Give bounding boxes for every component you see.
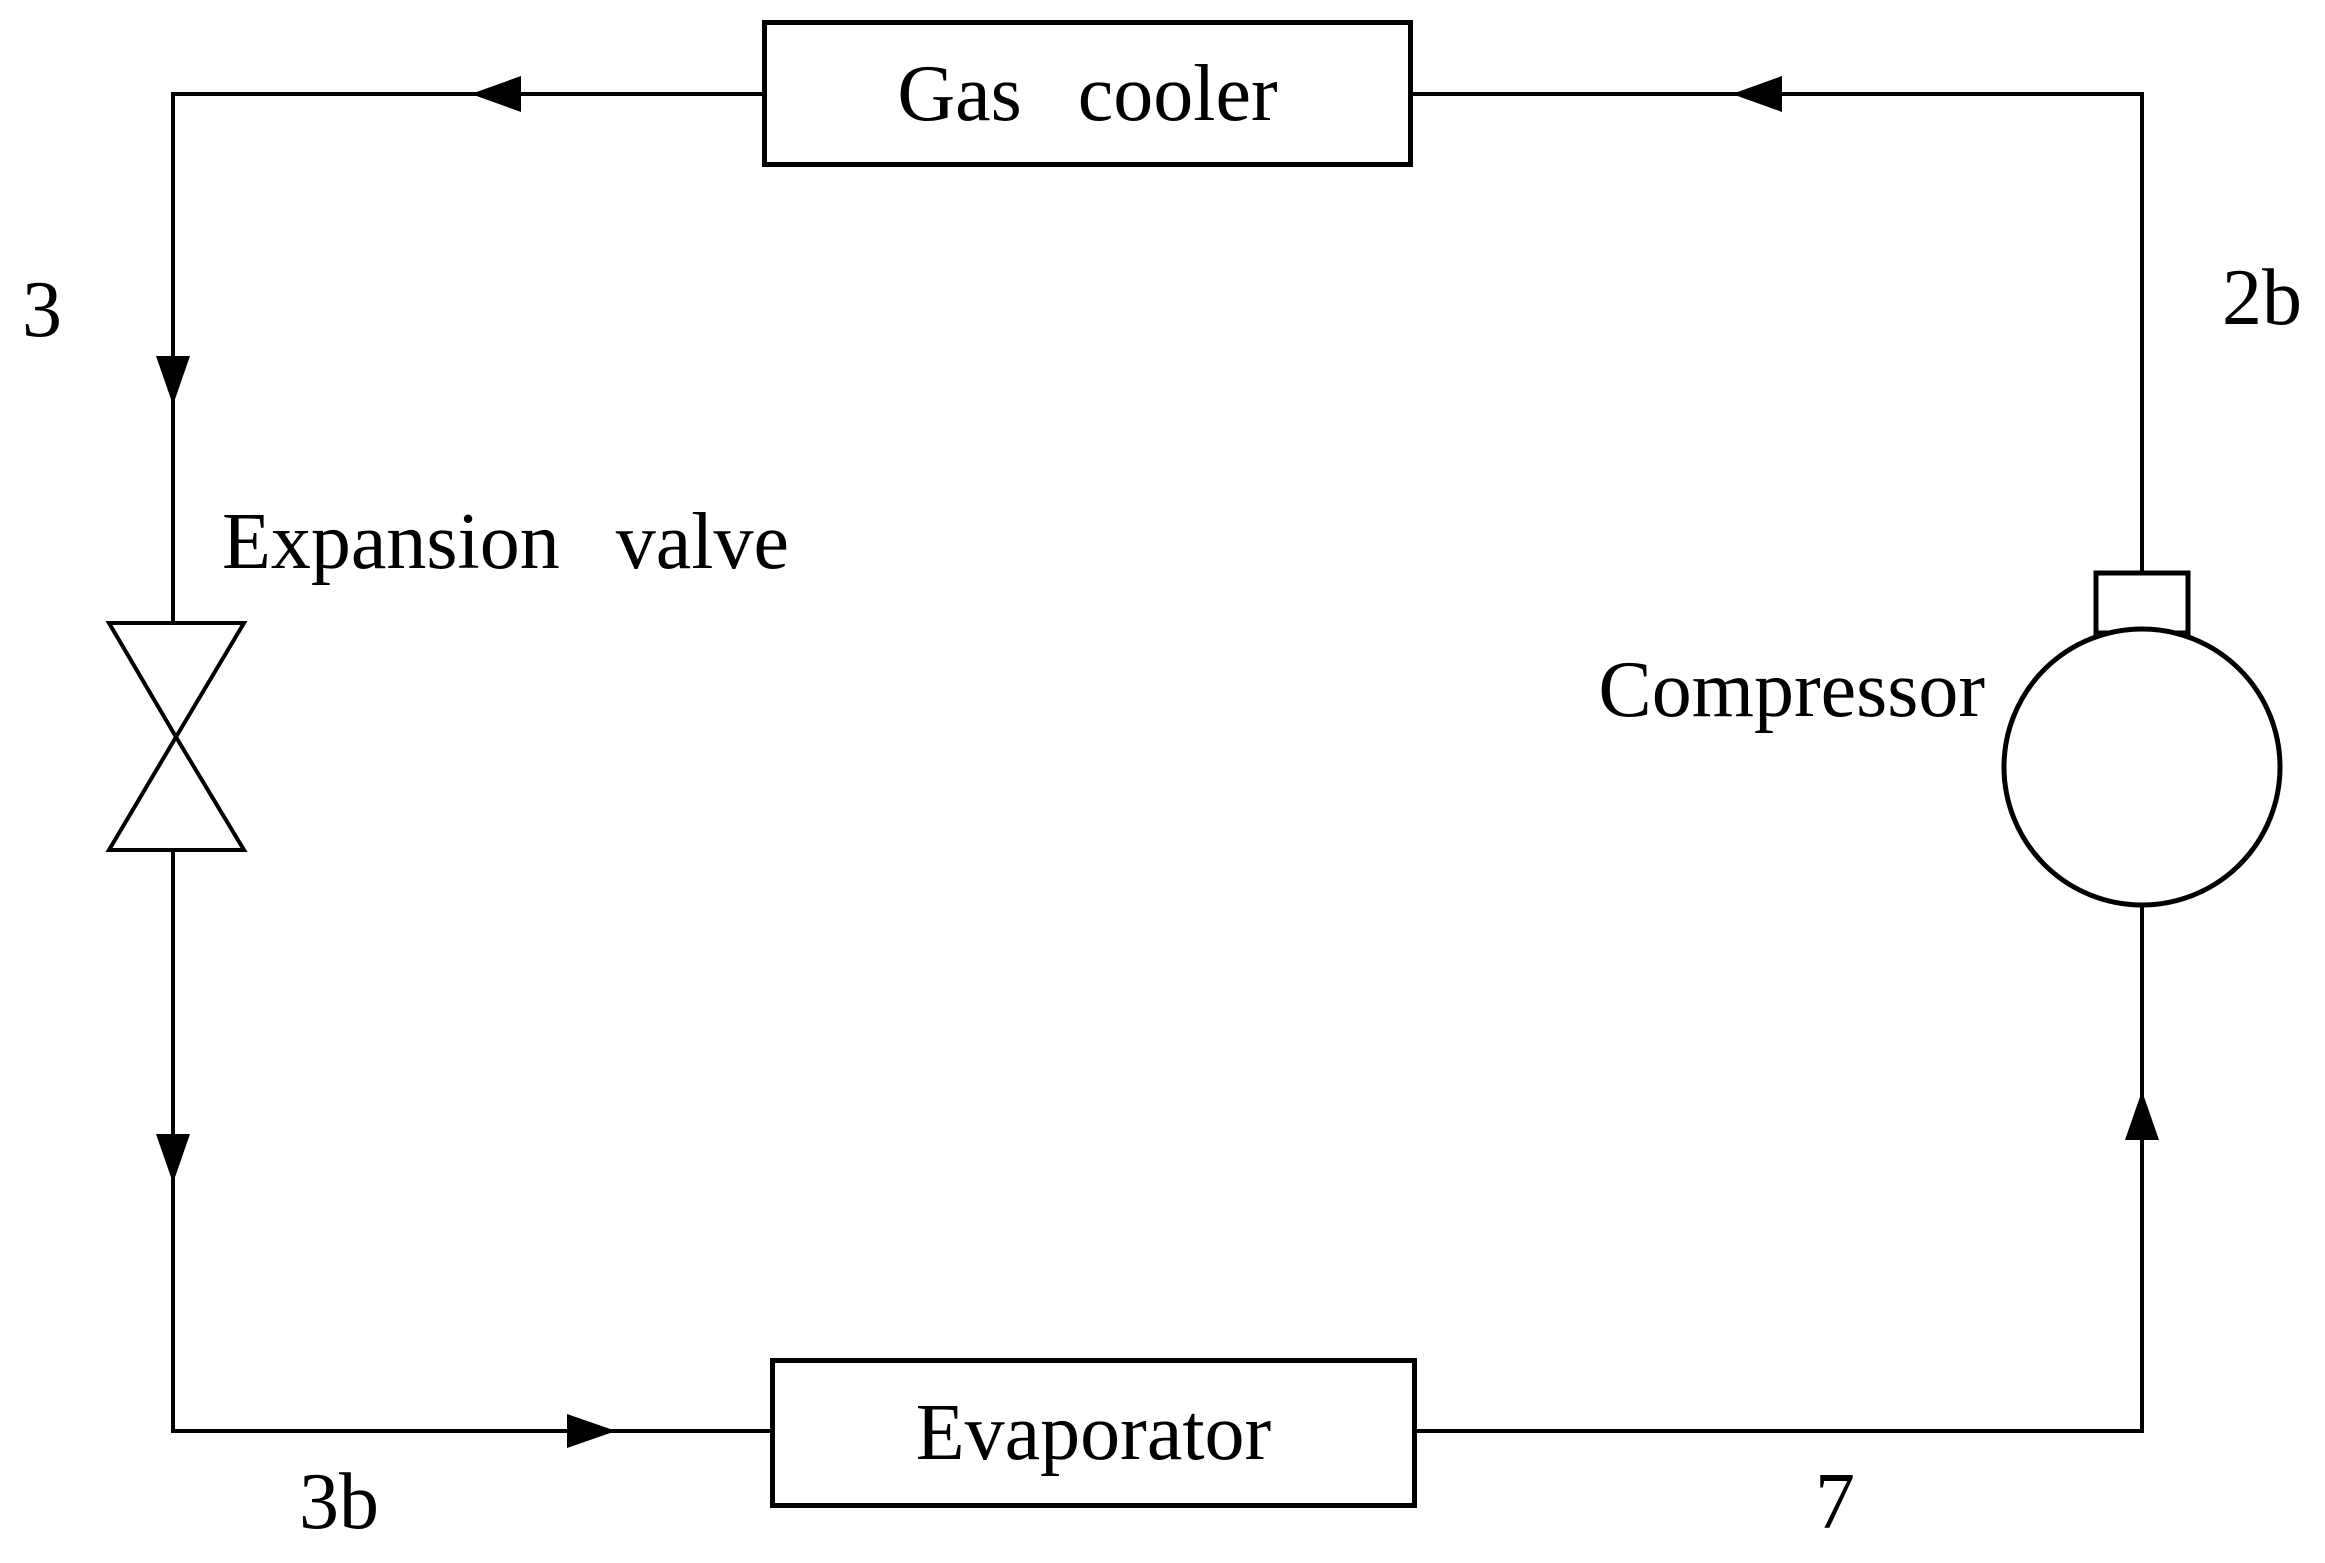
evaporator-label: Evaporator	[915, 1389, 1272, 1477]
evaporator-box: Evaporator	[770, 1358, 1417, 1508]
gas-cooler-label: Gas cooler	[897, 49, 1278, 138]
state-point-label-2b: 2b	[2222, 254, 2302, 342]
compressor-port-rect	[2093, 570, 2191, 636]
expansion-valve-symbol	[105, 621, 248, 852]
state-point-label-3: 3	[22, 266, 62, 354]
compressor-label: Compressor	[1598, 646, 1985, 734]
state-point-label-3b: 3b	[299, 1458, 379, 1546]
valve-triangle-top	[105, 621, 248, 741]
compressor-body-circle	[2001, 626, 2283, 908]
flow-arrow-into-gas-cooler	[1732, 76, 1782, 112]
expansion-valve-label: Expansion valve	[222, 498, 789, 586]
flow-arrow-into-evaporator	[567, 1414, 616, 1448]
valve-triangle-bottom	[105, 733, 248, 852]
flow-arrow-out-of-gas-cooler	[471, 76, 521, 112]
state-point-label-7: 7	[1815, 1458, 1855, 1546]
flow-arrow-down-to-valve	[156, 356, 190, 405]
flow-arrow-up-to-compressor	[2125, 1091, 2159, 1140]
compressor-symbol	[2001, 570, 2283, 908]
flow-arrow-down-to-evaporator	[156, 1134, 190, 1183]
gas-cooler-box: Gas cooler	[762, 20, 1413, 167]
